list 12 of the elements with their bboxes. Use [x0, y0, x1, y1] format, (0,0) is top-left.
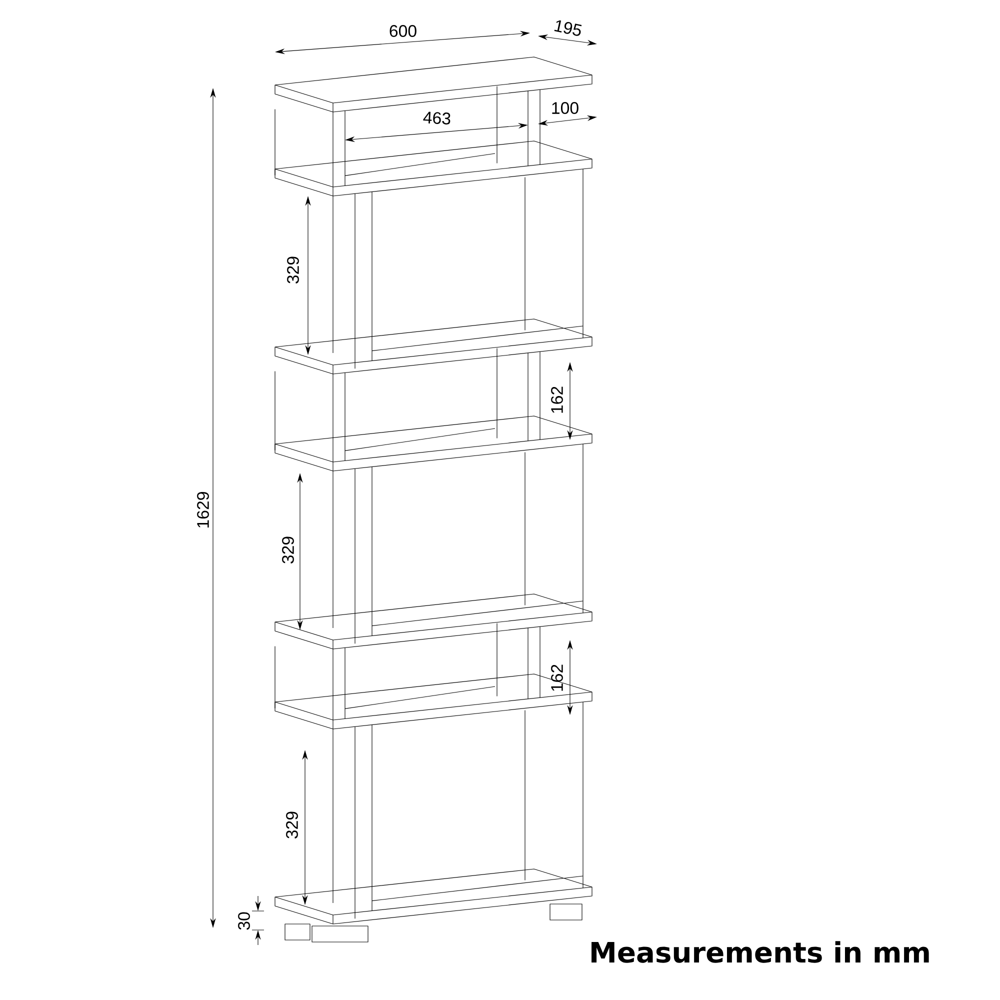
dimension-label: 600 [390, 25, 416, 37]
dimension-label: 329 [282, 536, 294, 564]
dimension-label: 463 [423, 112, 450, 124]
dimension-label: 195 [554, 20, 582, 36]
dimension-label: 30 [238, 912, 250, 930]
dimension-label: 100 [552, 102, 578, 114]
dimension-label: 162 [551, 386, 563, 413]
dimension-label: 329 [286, 812, 298, 838]
dimension-label: 1629 [197, 492, 209, 528]
dimension-label: 162 [551, 664, 563, 691]
caption: Measurements in mm [592, 941, 929, 963]
dimension-label: 329 [287, 256, 299, 284]
